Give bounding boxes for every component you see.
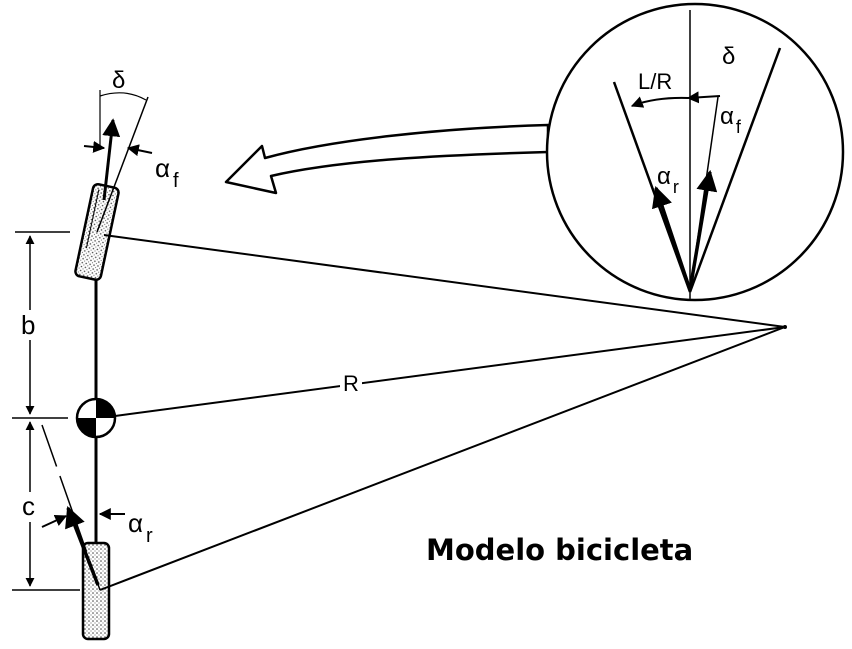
rear-radius-line <box>99 326 786 591</box>
dim-c-label: c <box>22 491 35 521</box>
inset-lr-arc <box>630 96 689 108</box>
dim-b-label: b <box>21 310 35 340</box>
front-radius-line <box>103 234 786 328</box>
inset-delta-label: δ <box>722 43 735 70</box>
inset-lr-tick-arrow <box>686 91 721 104</box>
zoom-callout-arrow <box>224 123 550 195</box>
cg-radius-line <box>114 326 786 417</box>
alpha-f-left-arrow <box>83 140 106 153</box>
front-velocity-arrow <box>102 118 121 201</box>
delta-label: δ <box>112 67 125 94</box>
delta-arc <box>99 92 147 101</box>
rear-velocity-arrow <box>65 506 100 586</box>
turn-center-point <box>783 325 787 329</box>
radius-label: R <box>343 371 359 396</box>
inset-lr-label: L/R <box>638 69 672 94</box>
inset-rear-velocity-arrow <box>652 186 692 291</box>
center-of-gravity-icon <box>75 397 117 439</box>
inset-front-line <box>688 47 782 293</box>
inset-front-velocity-arrow <box>688 169 718 291</box>
alpha-f-right-arrow <box>126 144 153 157</box>
front-steer-line <box>96 96 149 233</box>
alpha-r-left-arrow <box>41 515 68 528</box>
diagram-title: Modelo bicicleta <box>426 533 693 567</box>
